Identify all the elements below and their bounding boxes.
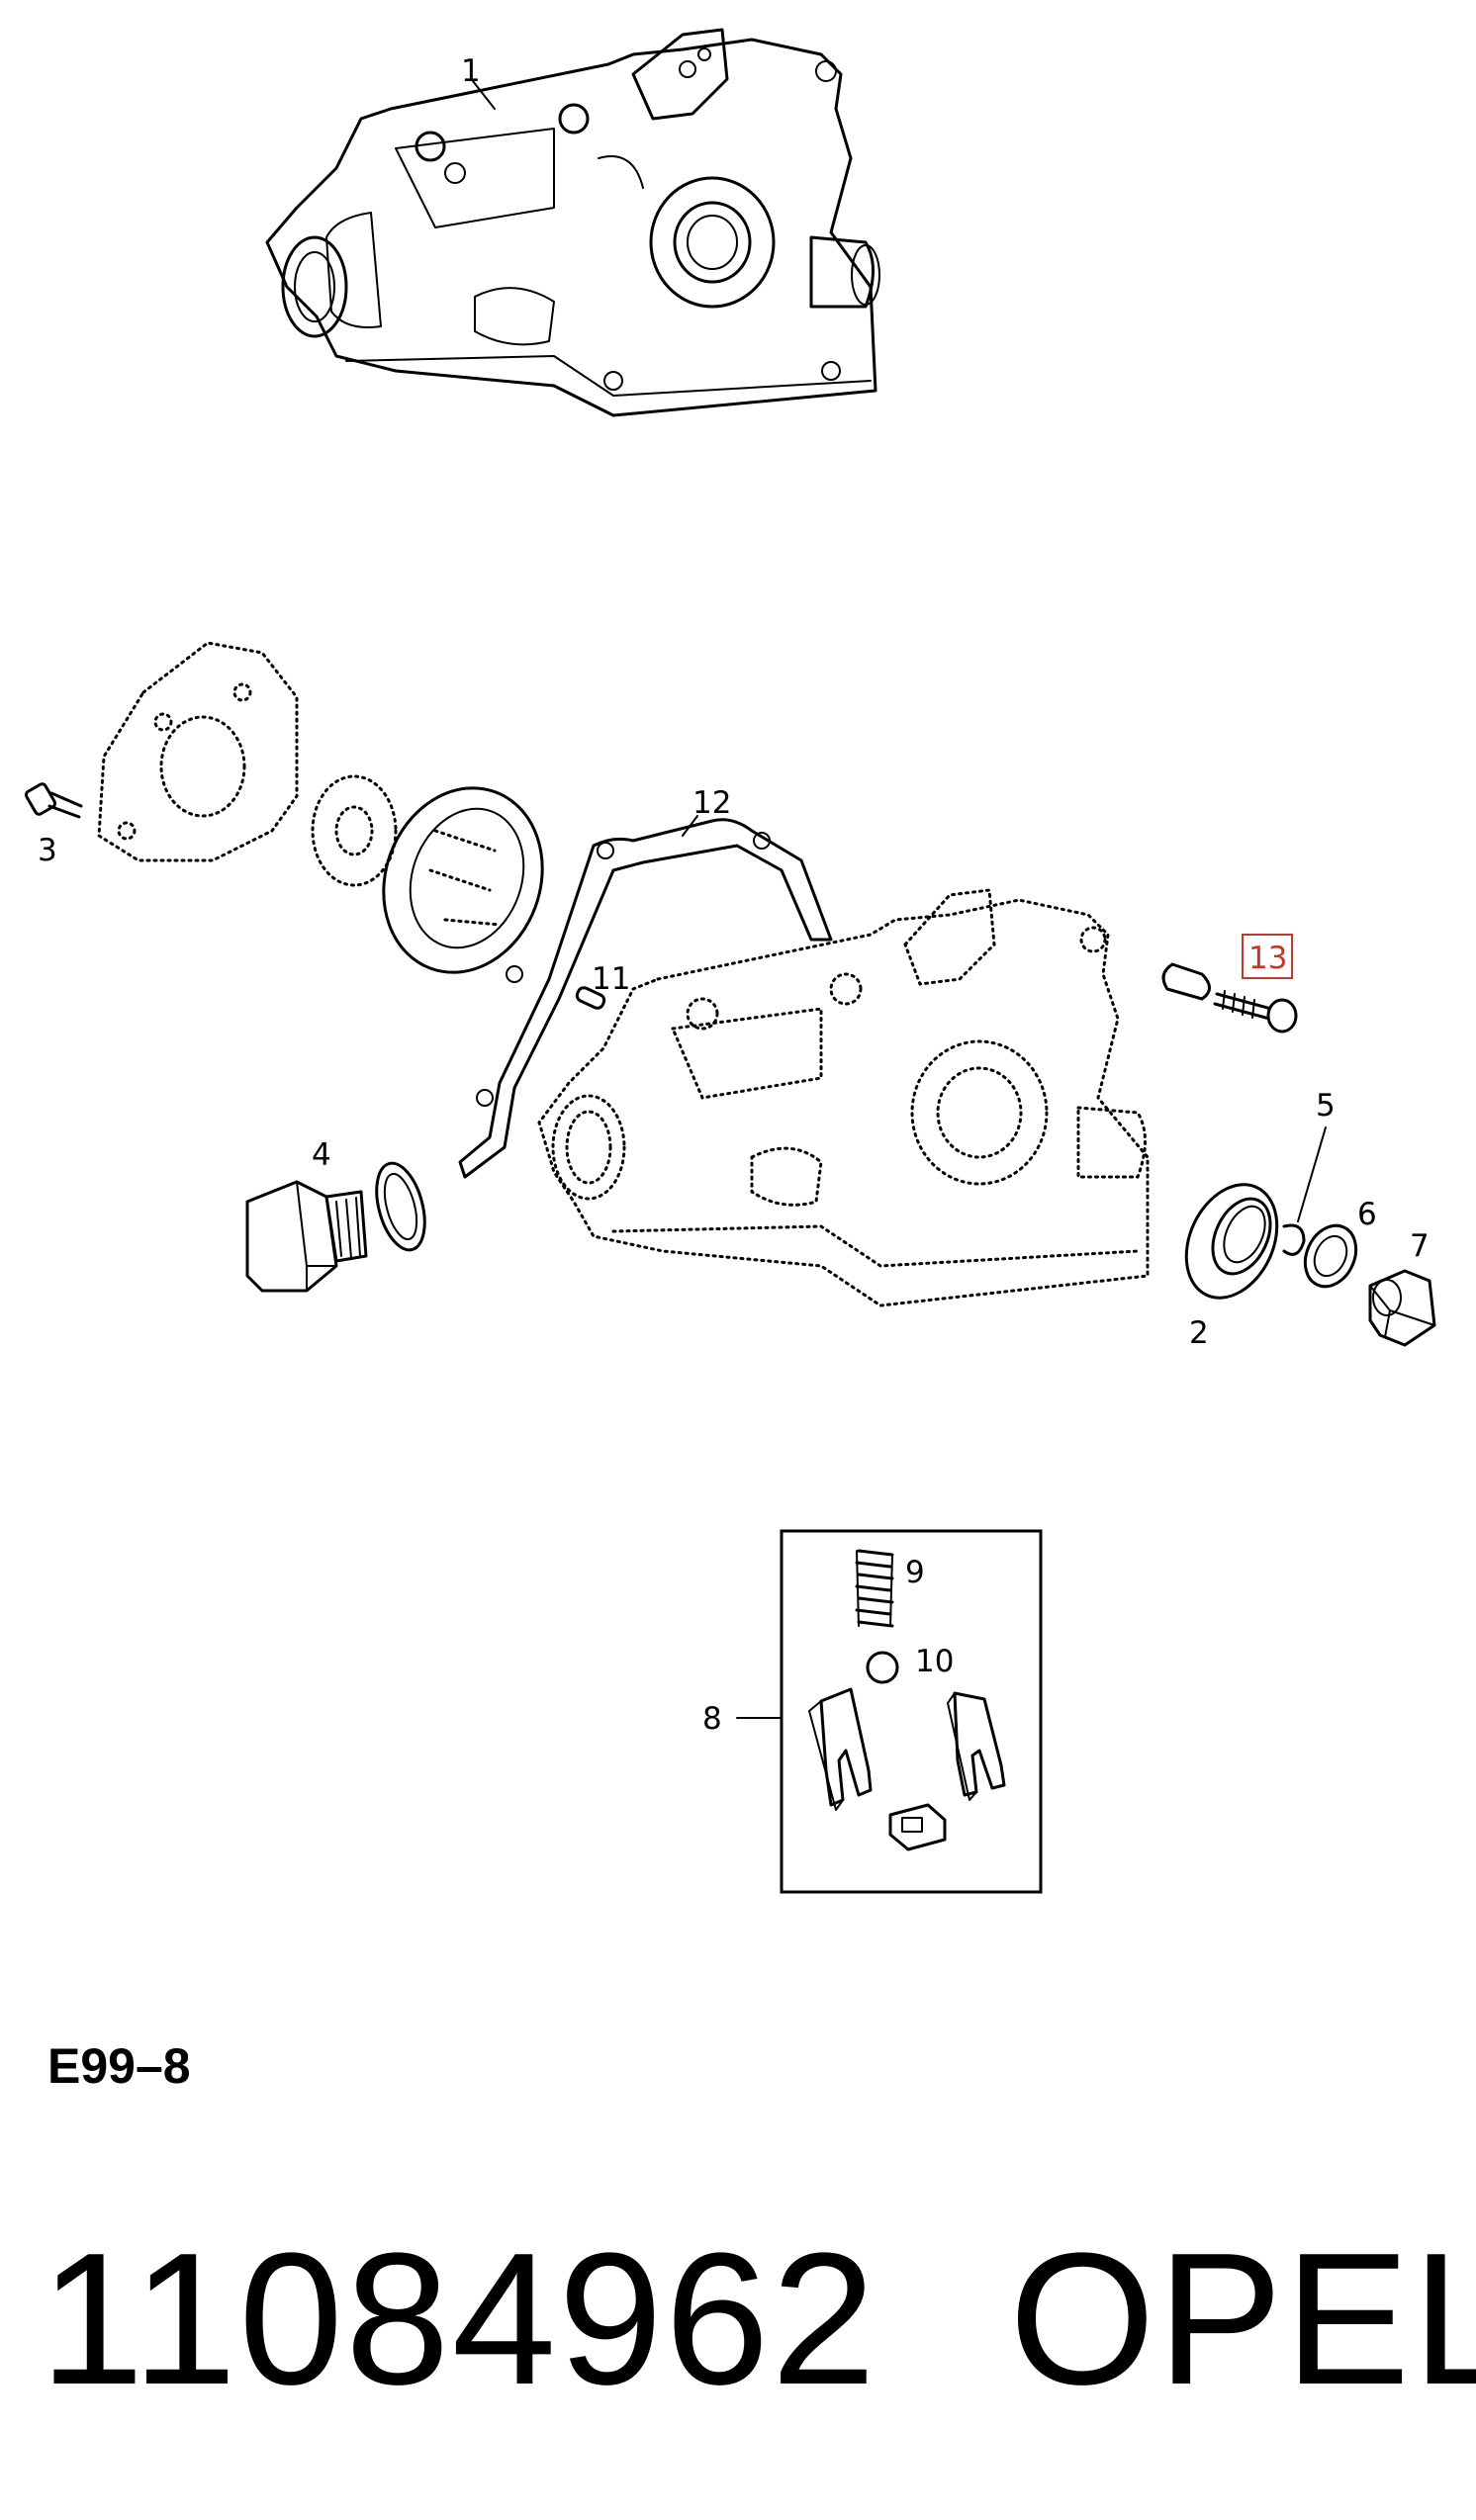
callout-1-leader-line	[472, 80, 496, 110]
diagram-code: E99–8	[47, 2038, 191, 2094]
part-6-washer-illustration	[1303, 1223, 1358, 1289]
part-2-oil-seal-illustration	[1184, 1183, 1279, 1300]
valve-retainer-illustration	[888, 1803, 947, 1851]
callout-5: 5	[1316, 1088, 1336, 1124]
callout-10: 10	[915, 1644, 954, 1679]
callout-12-leader-line	[682, 815, 698, 837]
part-3-bolt-illustration	[24, 782, 83, 819]
part-1-oil-pump-assembly-illustration	[265, 28, 880, 417]
part-5-retaining-clip-illustration	[1282, 1223, 1306, 1256]
oil-pump-housing-illustration	[537, 888, 1150, 1307]
part-7-screw-plug-illustration	[1368, 1269, 1436, 1347]
callout-4: 4	[312, 1137, 331, 1173]
part-4-sealing-ring-illustration	[375, 1161, 426, 1252]
valve-bracket-left-illustration	[808, 1687, 873, 1811]
inner-gear-illustration	[311, 774, 398, 887]
callout-6: 6	[1357, 1197, 1377, 1232]
callout-3: 3	[38, 833, 57, 868]
part-11-pin-illustration	[575, 986, 606, 1010]
part-4-drain-plug-illustration	[245, 1180, 368, 1293]
part-9-spring-illustration	[855, 1549, 894, 1628]
callout-5-leader-line	[1297, 1126, 1327, 1222]
brand-name: OPEL	[1009, 2214, 1476, 2424]
callout-7: 7	[1410, 1228, 1430, 1264]
callout-2: 2	[1189, 1315, 1209, 1351]
outer-rotor-illustration	[382, 786, 544, 974]
callout-8: 8	[702, 1701, 722, 1737]
valve-bracket-right-illustration	[947, 1691, 1006, 1801]
callout-11: 11	[592, 961, 630, 997]
callout-12: 12	[692, 785, 731, 821]
part-10-ball-illustration	[866, 1651, 899, 1684]
callout-9: 9	[905, 1555, 925, 1590]
part-8-kit-box	[780, 1529, 1043, 1894]
part-number: 11084962	[40, 2214, 878, 2424]
callout-1: 1	[461, 53, 481, 89]
part-13-screw-and-clip-illustration	[1161, 962, 1298, 1034]
pump-cover-plate-illustration	[97, 641, 299, 862]
part-12-gasket-illustration	[458, 818, 833, 1179]
callout-13: 13	[1248, 941, 1287, 976]
callout-13-highlight-box	[1242, 934, 1293, 979]
